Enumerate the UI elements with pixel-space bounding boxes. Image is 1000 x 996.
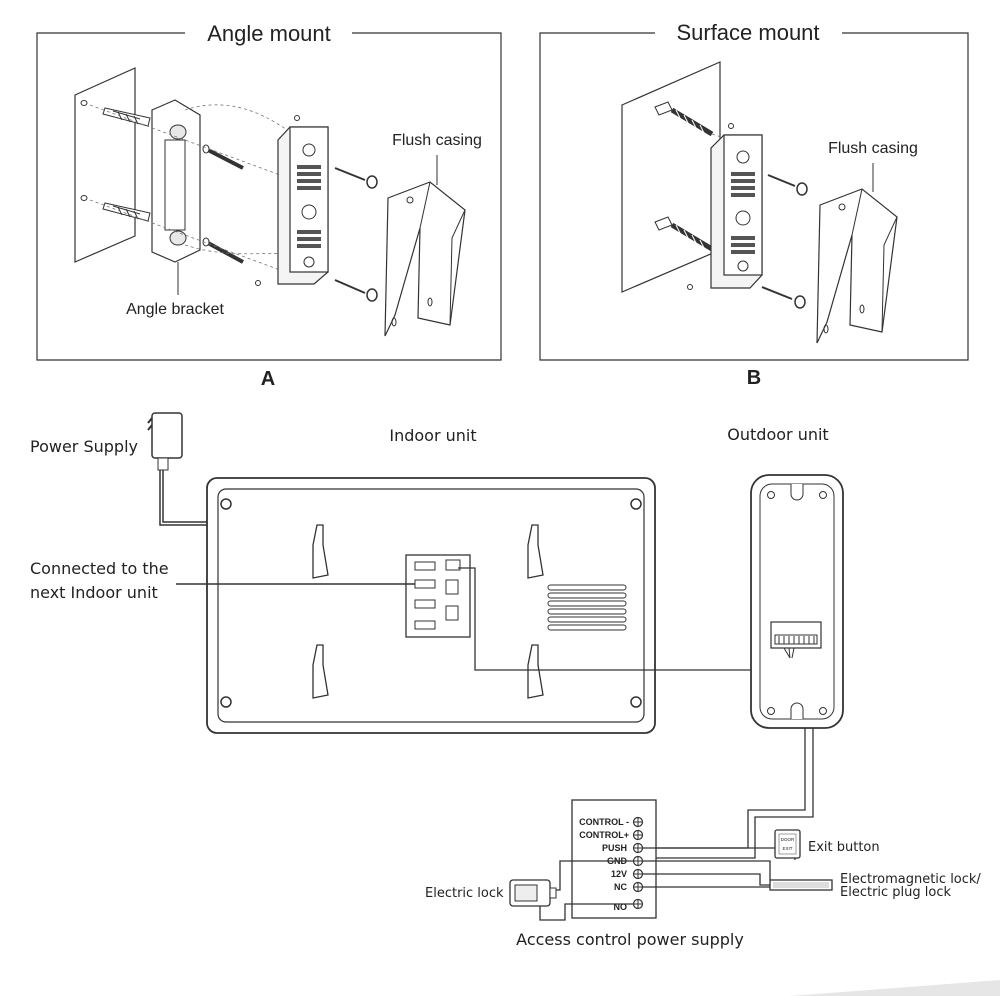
outdoor-unit-b (687, 123, 763, 290)
panel-angle-mount: Angle mount Angle bracket (36, 21, 502, 390)
angle-bracket-label: Angle bracket (126, 301, 224, 318)
cap-screw-a-top (334, 167, 378, 189)
next-indoor-label-line2: next Indoor unit (30, 583, 158, 602)
panel-b-letter: B (747, 367, 761, 389)
flush-casing-b (816, 188, 898, 344)
wall-b (621, 61, 721, 293)
exit-button-icon: DOOR EXIT (774, 829, 801, 859)
cap-screw-b-bottom (761, 286, 806, 309)
access-control-label: Access control power supply (516, 930, 744, 949)
wiring-diagram: Power Supply Indoor unit (30, 412, 981, 949)
angle-mount-title: Angle mount (207, 21, 331, 46)
power-supply-label: Power Supply (30, 437, 138, 456)
terminal-control-minus: CONTROL - (579, 817, 629, 827)
panel-surface-mount: Surface mount (539, 20, 969, 389)
em-lock-label-line1: Electromagnetic lock/ (840, 872, 981, 887)
terminal-no: NO (614, 902, 628, 912)
outdoor-unit-label: Outdoor unit (727, 425, 828, 444)
terminal-12v: 12V (611, 869, 627, 879)
exit-button-face-bottom: EXIT (782, 846, 792, 851)
electric-lock-label: Electric lock (425, 886, 504, 901)
wall-anchor-b-top (654, 101, 714, 137)
next-indoor-label-line1: Connected to the (30, 559, 169, 578)
flush-casing-label-b: Flush casing (828, 140, 918, 157)
cap-screw-b-top (767, 174, 808, 196)
speaker-grill (547, 584, 627, 631)
electric-lock-icon (509, 879, 557, 907)
flush-casing-a (384, 181, 466, 337)
panel-a-letter: A (261, 368, 275, 390)
em-lock-label-line2: Electric plug lock (840, 885, 952, 900)
outdoor-terminal-block (770, 621, 822, 659)
terminal-control-plus: CONTROL+ (579, 830, 629, 840)
flush-casing-label-a: Flush casing (392, 132, 482, 149)
screw-a-bottom (202, 237, 244, 264)
angle-bracket (151, 99, 201, 263)
exit-button-label: Exit button (808, 840, 880, 855)
indoor-unit-back (206, 477, 656, 734)
indoor-connector-panel (405, 554, 471, 638)
corner-shadow (790, 980, 1000, 996)
outdoor-unit-back (750, 474, 844, 729)
power-adapter-icon (147, 412, 183, 471)
wall-anchor-b-bottom (654, 216, 714, 252)
indoor-unit-label: Indoor unit (389, 426, 476, 445)
cap-screw-a-bottom (334, 279, 378, 302)
surface-mount-title: Surface mount (676, 20, 819, 45)
wall-a (74, 67, 136, 263)
electromagnetic-lock-icon (769, 879, 833, 891)
terminal-nc: NC (614, 882, 627, 892)
terminal-push: PUSH (602, 843, 627, 853)
outdoor-unit-a (255, 115, 329, 286)
exit-button-face-top: DOOR (781, 837, 795, 842)
